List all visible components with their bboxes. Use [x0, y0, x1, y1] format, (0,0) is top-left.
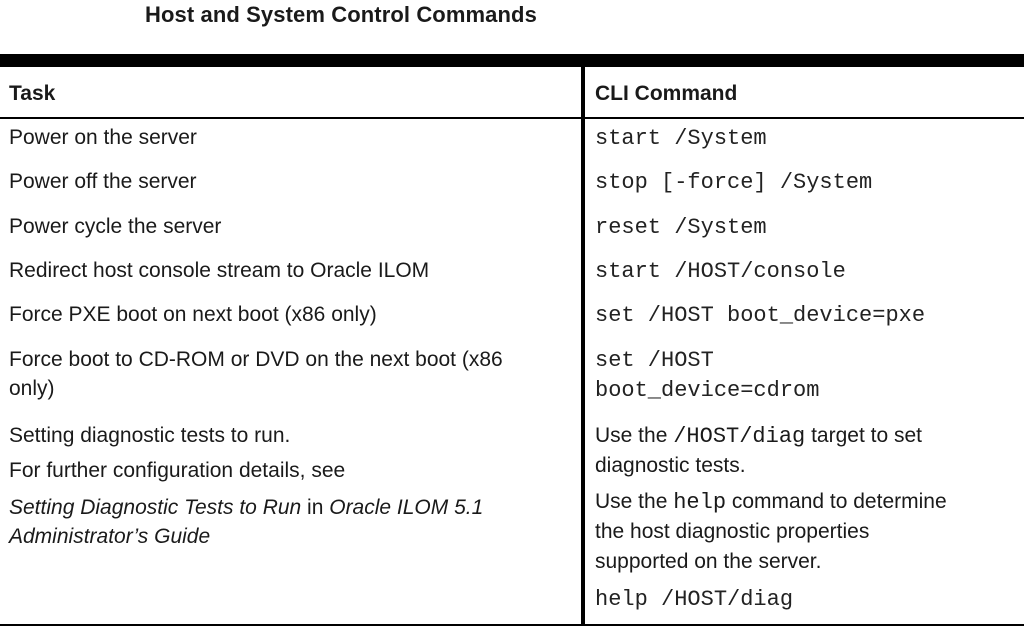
diag-cmd-text2-line2: the host diagnostic properties: [595, 520, 870, 543]
diag-cmd-text1-post: target to set: [805, 424, 922, 447]
diag-cmd-text2-line3: supported on the server.: [595, 550, 822, 573]
task-cdrom-boot-line2: only): [9, 377, 55, 400]
command-redirect-console: start /HOST/console: [595, 259, 846, 284]
task-cdrom-boot-line1: Force boot to CD-ROM or DVD on the next …: [9, 348, 503, 371]
diag-cmd-text2-post: command to determine: [726, 490, 947, 513]
diag-cmd-text2-code: help: [673, 490, 727, 515]
diag-cmd-example: help /HOST/diag: [595, 587, 794, 612]
diag-cmd-text2: Use the help command to determine: [595, 487, 947, 517]
task-diag-line1: Setting diagnostic tests to run.: [9, 424, 291, 447]
diag-reference-title: Setting Diagnostic Tests to Run: [9, 496, 302, 519]
task-power-on: Power on the server: [9, 126, 197, 149]
diag-reference: Setting Diagnostic Tests to Run in Oracl…: [9, 493, 483, 522]
table-top-rule: [0, 54, 1024, 67]
diag-cmd-text1-line2: diagnostic tests.: [595, 454, 746, 477]
column-divider: [581, 67, 585, 625]
diag-cmd-text1-code: /HOST/diag: [673, 424, 806, 449]
column-header-command: CLI Command: [595, 82, 738, 105]
task-power-cycle: Power cycle the server: [9, 215, 222, 238]
diag-cmd-text1: Use the /HOST/diag target to set: [595, 421, 922, 451]
command-power-off: stop [-force] /System: [595, 170, 873, 195]
command-cdrom-boot-line1: set /HOST: [595, 348, 714, 373]
diag-reference-guide-part1: Oracle ILOM 5.1: [329, 496, 484, 519]
table-title: Host and System Control Commands: [145, 2, 537, 27]
task-pxe-boot: Force PXE boot on next boot (x86 only): [9, 303, 377, 326]
diag-reference-guide-part2: Administrator’s Guide: [9, 525, 211, 548]
table-bottom-rule: [0, 624, 1024, 626]
task-diag-line2: For further configuration details, see: [9, 459, 346, 482]
command-cdrom-boot-line2: boot_device=cdrom: [595, 378, 820, 403]
diag-reference-line2: Administrator’s Guide: [9, 522, 210, 551]
command-power-cycle: reset /System: [595, 215, 767, 240]
diag-cmd-text2-pre: Use the: [595, 490, 674, 513]
command-pxe-boot: set /HOST boot_device=pxe: [595, 303, 926, 328]
task-power-off: Power off the server: [9, 170, 197, 193]
column-header-task: Task: [9, 82, 56, 105]
command-power-on: start /System: [595, 126, 767, 151]
diag-cmd-text1-pre: Use the: [595, 424, 674, 447]
header-rule: [0, 117, 1024, 119]
task-redirect-console: Redirect host console stream to Oracle I…: [9, 259, 430, 282]
diag-reference-in: in: [301, 496, 330, 519]
